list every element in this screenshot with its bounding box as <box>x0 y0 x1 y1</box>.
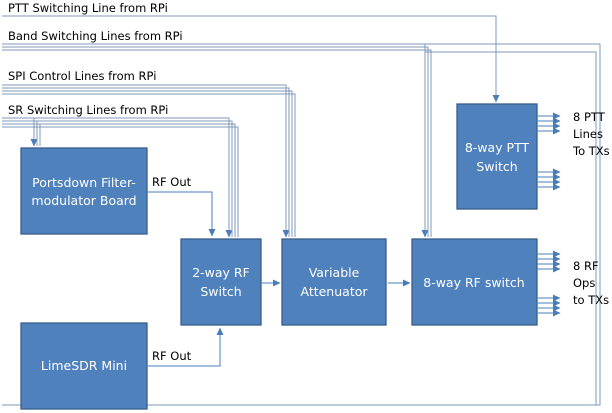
limesdr-rf-out-label: RF Out <box>152 349 192 363</box>
sr-lines-label: SR Switching Lines from RPi <box>8 103 168 117</box>
portsdown-board-block: Portsdown Filter- modulator Board <box>20 147 148 235</box>
ptt-line-label: PTT Switching Line from RPi <box>8 1 168 15</box>
limesdr-label: LimeSDR Mini <box>41 358 127 373</box>
rf-output-arrows <box>538 250 561 317</box>
two-way-switch-label-line1: 2-way RF <box>192 265 250 280</box>
band-lines-label: Band Switching Lines from RPi <box>8 29 183 43</box>
eight-way-rf-switch-block: 8-way RF switch <box>411 238 538 326</box>
attenuator-label-line1: Variable <box>309 265 360 280</box>
eight-way-ptt-switch-block: 8-way PTT Switch <box>456 103 538 210</box>
ptt-output-arrows <box>538 112 561 191</box>
portsdown-rf-out-label: RF Out <box>152 175 192 189</box>
ptt-lines-label-3: To TXs <box>572 144 610 158</box>
rf-ops-label-2: Ops <box>573 276 595 290</box>
rf-ops-label-1: 8 RF <box>573 259 599 273</box>
band-control-lines <box>2 43 601 406</box>
variable-attenuator-block: Variable Attenuator <box>281 238 387 326</box>
ptt-switch-label-line2: Switch <box>476 159 517 174</box>
rf-switch-8way-label: 8-way RF switch <box>423 275 524 290</box>
portsdown-rf-path <box>148 191 216 237</box>
limesdr-rf-path <box>148 327 224 367</box>
sr-control-lines <box>2 117 239 238</box>
ptt-lines-label-2: Lines <box>573 127 603 141</box>
spi-control-lines <box>2 84 296 238</box>
ptt-control-line <box>2 15 500 103</box>
portsdown-label-line1: Portsdown Filter- <box>32 175 136 190</box>
ptt-lines-label-1: 8 PTT <box>573 110 606 124</box>
spi-lines-label: SPI Control Lines from RPi <box>8 69 156 83</box>
rf-ops-label-3: to TXs <box>573 293 609 307</box>
attenuator-label-line2: Attenuator <box>300 284 368 299</box>
two-way-rf-switch-block: 2-way RF Switch <box>180 238 262 326</box>
ptt-switch-label-line1: 8-way PTT <box>465 140 530 155</box>
limesdr-block: LimeSDR Mini <box>20 322 148 410</box>
two-way-switch-label-line2: Switch <box>200 284 241 299</box>
portsdown-label-line2: modulator Board <box>31 193 136 208</box>
